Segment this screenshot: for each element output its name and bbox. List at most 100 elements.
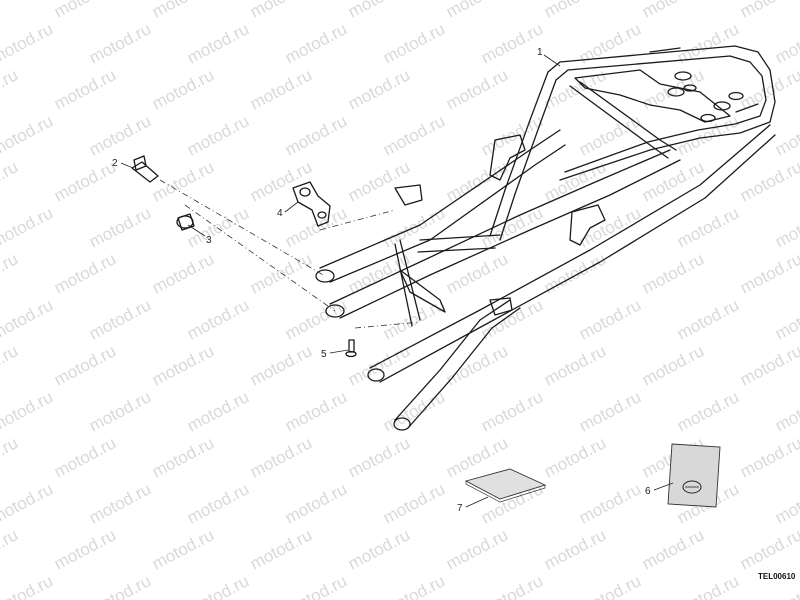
watermark-text: motod.ru: [282, 19, 350, 67]
leader-lines: [120, 54, 674, 508]
watermark-text: motod.ru: [639, 157, 707, 205]
watermark-text: motod.ru: [380, 19, 448, 67]
watermark-text: motod.ru: [443, 0, 511, 22]
watermark-text: motod.ru: [0, 249, 21, 297]
watermark-text: motod.ru: [0, 571, 56, 600]
watermark-text: motod.ru: [51, 65, 119, 113]
watermark-text: motod.ru: [541, 249, 609, 297]
watermark-text: motod.ru: [51, 433, 119, 481]
watermark-text: motod.ru: [86, 479, 154, 527]
callout-5: 5: [321, 349, 327, 360]
clamp-part: [292, 181, 331, 227]
booklet-part: [464, 468, 547, 503]
watermark-text: motod.ru: [86, 295, 154, 343]
watermark-text: motod.ru: [576, 19, 644, 67]
watermark-text: motod.ru: [443, 65, 511, 113]
watermark-text: motod.ru: [0, 157, 21, 205]
watermark-text: motod.ru: [737, 157, 800, 205]
watermark-text: motod.ru: [0, 203, 56, 251]
watermark-text: motod.ru: [0, 0, 21, 22]
watermark-text: motod.ru: [149, 249, 217, 297]
watermark-text: motod.ru: [247, 249, 315, 297]
watermark-text: motod.ru: [737, 0, 800, 22]
watermark-text: motod.ru: [345, 0, 413, 22]
watermark-text: motod.ru: [282, 295, 350, 343]
watermark-text: motod.ru: [478, 571, 546, 600]
watermark-text: motod.ru: [380, 479, 448, 527]
watermark-text: motod.ru: [0, 387, 56, 435]
watermark-text: motod.ru: [772, 295, 800, 343]
callout-6: 6: [645, 486, 651, 497]
watermark-text: motod.ru: [184, 111, 252, 159]
watermark-text: motod.ru: [0, 295, 56, 343]
watermark-text: motod.ru: [345, 525, 413, 573]
watermark-text: motod.ru: [478, 19, 546, 67]
watermark-text: motod.ru: [184, 479, 252, 527]
watermark-text: motod.ru: [0, 341, 21, 389]
watermark-text: motod.ru: [0, 65, 21, 113]
watermark-text: motod.ru: [541, 157, 609, 205]
drawing-code: TEL00610: [758, 572, 796, 581]
rear-subframe: [315, 45, 776, 431]
watermark-text: motod.ru: [576, 203, 644, 251]
watermark-text: motod.ru: [674, 295, 742, 343]
watermark-text: motod.ru: [149, 65, 217, 113]
watermark-text: motod.ru: [576, 111, 644, 159]
watermark-text: motod.ru: [0, 19, 56, 67]
watermark-text: motod.ru: [149, 525, 217, 573]
watermark-text: motod.ru: [0, 525, 21, 573]
watermark-text: motod.ru: [443, 525, 511, 573]
screw-part: [345, 339, 357, 358]
watermark-text: motod.ru: [184, 295, 252, 343]
watermark-text: motod.ru: [86, 571, 154, 600]
watermark-text: motod.ru: [86, 203, 154, 251]
watermark-text: motod.ru: [772, 387, 800, 435]
watermark-text: motod.ru: [541, 0, 609, 22]
watermark-text: motod.ru: [51, 249, 119, 297]
watermark-text: motod.ru: [51, 341, 119, 389]
watermark-text: motod.ru: [443, 249, 511, 297]
watermark-text: motod.ru: [282, 203, 350, 251]
watermark-text: motod.ru: [541, 433, 609, 481]
watermark-text: motod.ru: [345, 157, 413, 205]
watermark-text: motod.ru: [345, 249, 413, 297]
watermark-text: motod.ru: [478, 295, 546, 343]
watermark-text: motod.ru: [380, 295, 448, 343]
watermark-text: motod.ru: [184, 387, 252, 435]
watermark-text: motod.ru: [282, 479, 350, 527]
watermark-text: motod.ru: [737, 65, 800, 113]
callout-2: 2: [112, 158, 118, 169]
callout-4: 4: [277, 208, 283, 219]
watermark-text: motod.ru: [247, 157, 315, 205]
watermark-text: motod.ru: [576, 571, 644, 600]
watermark-text: motod.ru: [380, 111, 448, 159]
watermark-text: motod.ru: [282, 387, 350, 435]
watermark-text: motod.ru: [443, 341, 511, 389]
watermark-text: motod.ru: [737, 249, 800, 297]
bushing-part: [176, 213, 195, 231]
watermark-text: motod.ru: [0, 479, 56, 527]
watermark-text: motod.ru: [576, 387, 644, 435]
watermark-text: motod.ru: [639, 341, 707, 389]
callout-1: 1: [537, 47, 543, 58]
watermark-text: motod.ru: [51, 525, 119, 573]
assembly-guide-lines: [159, 179, 421, 329]
watermark-text: motod.ru: [282, 111, 350, 159]
watermark-text: motod.ru: [737, 525, 800, 573]
watermark-text: motod.ru: [51, 0, 119, 22]
bolt-part: [131, 155, 159, 183]
watermark-text: motod.ru: [184, 19, 252, 67]
watermark-text: motod.ru: [772, 479, 800, 527]
watermark-text: motod.ru: [674, 571, 742, 600]
watermark-text: motod.ru: [345, 65, 413, 113]
callout-labels: 1 2 3 4 5 6 7: [112, 47, 651, 514]
watermark-text: motod.ru: [345, 341, 413, 389]
watermark-text: motod.ru: [639, 249, 707, 297]
watermark-text: motod.ru: [576, 479, 644, 527]
watermark-text: motod.ru: [0, 111, 56, 159]
watermark-text: motod.ru: [149, 0, 217, 22]
watermark-text: motod.ru: [247, 0, 315, 22]
callout-3: 3: [206, 235, 212, 246]
